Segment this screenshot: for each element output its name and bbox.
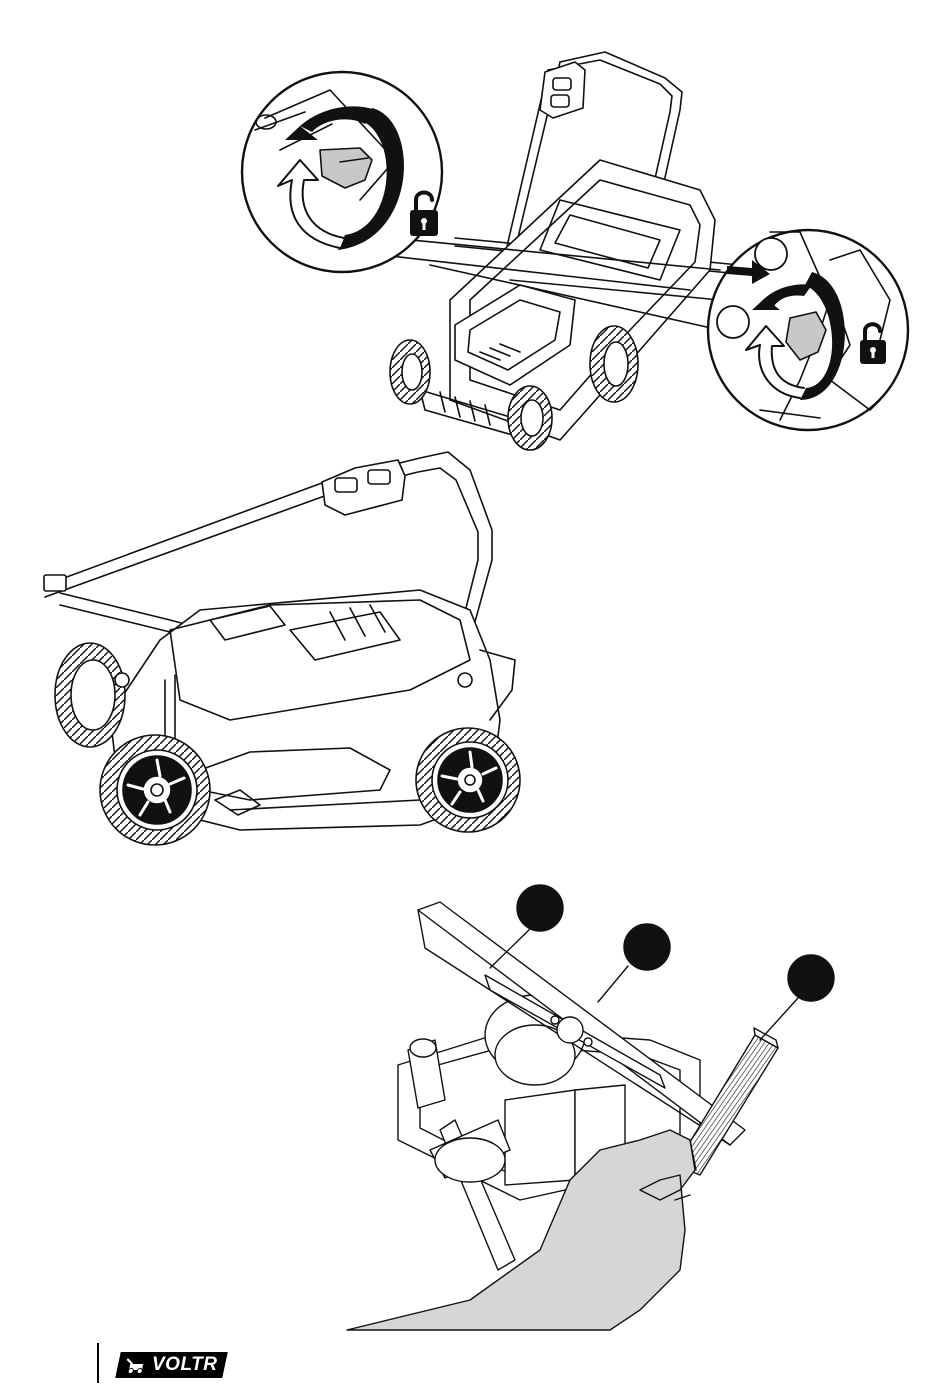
footer-divider xyxy=(97,1343,99,1383)
brand-name: VOLTR xyxy=(152,1354,217,1376)
zoom-circle-right xyxy=(708,230,908,430)
brand-logo: VOLTR xyxy=(118,1350,225,1380)
figure-blade-sharpening xyxy=(347,885,834,1330)
zoom-circle-left xyxy=(242,72,442,272)
figure-unlock-handle xyxy=(242,52,908,450)
callout-3 xyxy=(788,955,834,1001)
wheel-front-right xyxy=(416,728,520,832)
wheel-front-left xyxy=(100,735,210,845)
callout-1 xyxy=(755,238,787,270)
callout-2 xyxy=(624,924,670,970)
figure-folded-mower xyxy=(44,452,520,845)
mower-logo-icon xyxy=(121,1355,149,1375)
callout-2 xyxy=(717,306,749,338)
wheel-rear-left xyxy=(55,643,125,747)
callout-1 xyxy=(517,885,563,931)
